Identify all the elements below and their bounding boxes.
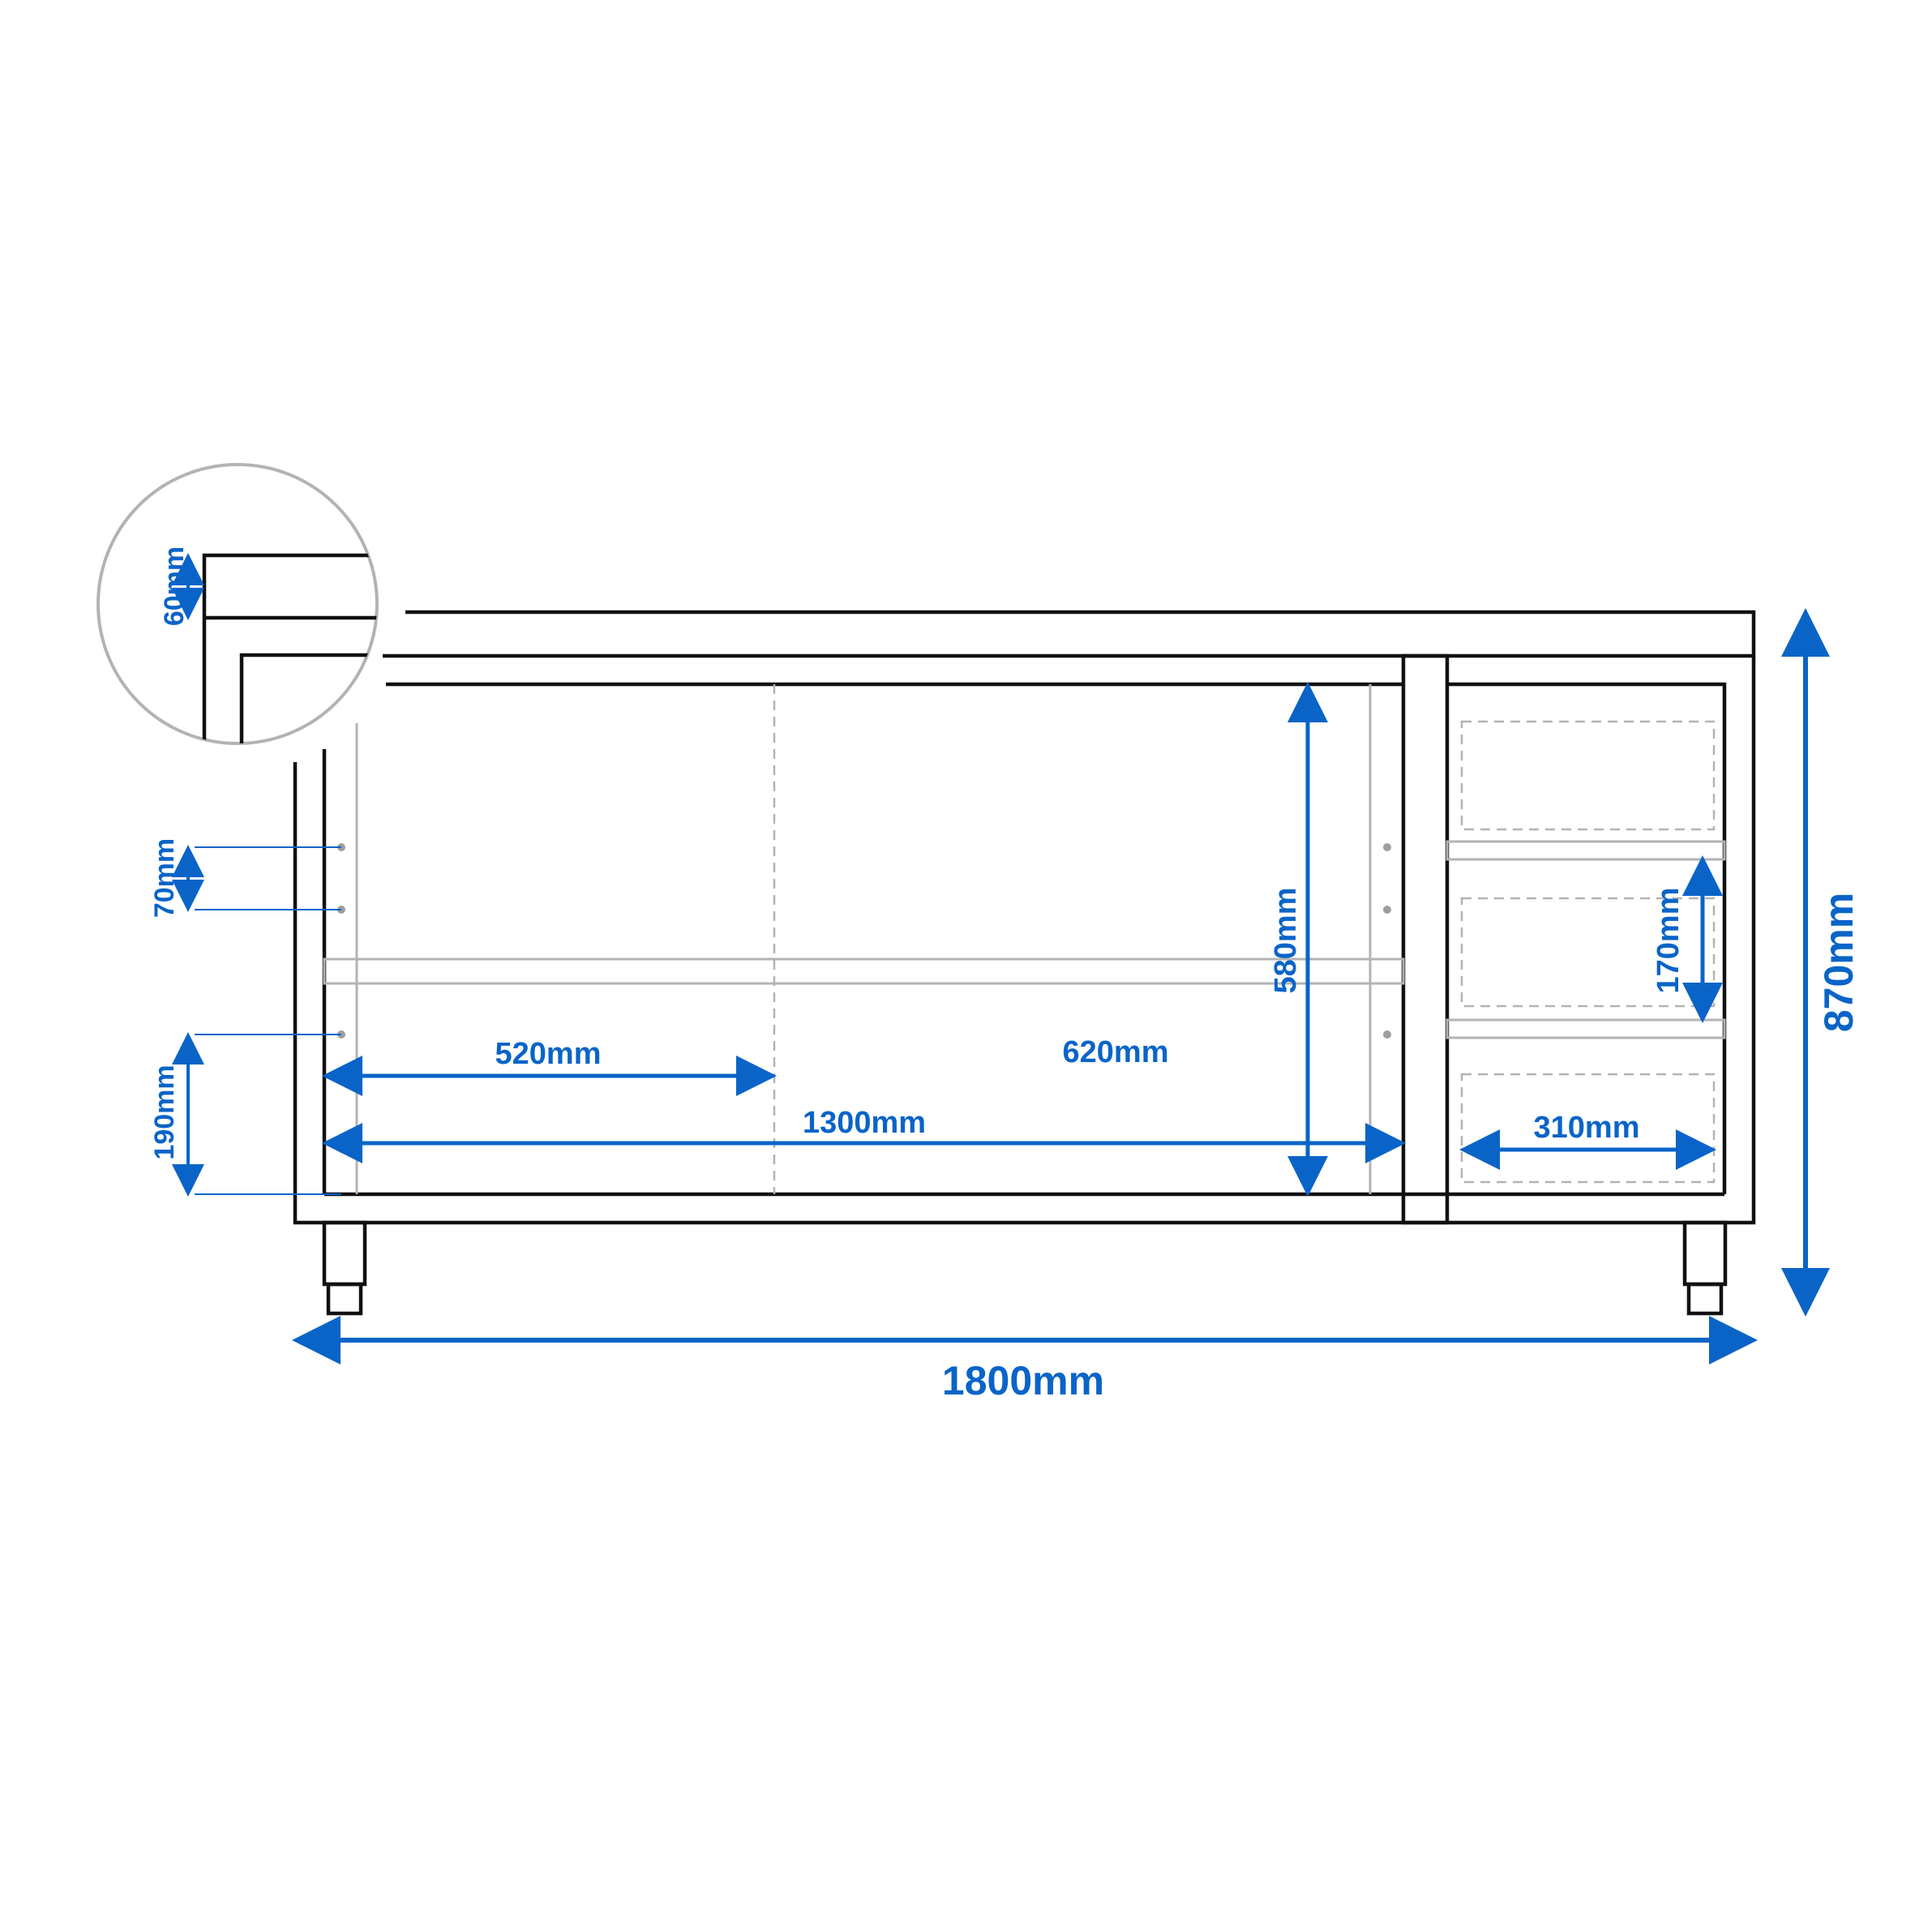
hole-spacing-label: 70mm: [149, 838, 180, 918]
half-width-dimension: 520mm: [322, 1037, 777, 1096]
interior-height-label: 580mm: [1269, 888, 1303, 994]
lowest-hole-label: 190mm: [149, 1065, 180, 1159]
drawer-height-dimension: 170mm: [1651, 855, 1723, 1023]
drawer-outline: [1460, 720, 1716, 831]
overall-width-label: 1800mm: [942, 1358, 1104, 1403]
shelf-pin: [1383, 1030, 1391, 1039]
leg-left: [322, 1220, 367, 1316]
lowest-hole-dimension: 190mm: [149, 1032, 341, 1197]
table-body: [293, 610, 1756, 1316]
right-half-width-label: 620mm: [1063, 1035, 1169, 1069]
drawer-runner: [1446, 840, 1726, 861]
middle-divider: [1401, 653, 1450, 1225]
overall-width-dimension: 1800mm: [292, 1316, 1758, 1403]
leg-right: [1682, 1220, 1728, 1316]
drawer-height-label: 170mm: [1651, 888, 1686, 994]
drawer-width-dimension: 310mm: [1459, 1111, 1716, 1170]
drawer-outline: [1460, 1073, 1716, 1184]
overall-height-dimension: 870mm: [1781, 608, 1861, 1317]
shelf-pin: [1383, 906, 1391, 914]
detail-magnifier: 60mm: [96, 463, 379, 745]
drawer-runner: [1446, 1018, 1726, 1039]
drawer-width-label: 310mm: [1534, 1111, 1640, 1145]
hole-spacing-dimension: 70mm: [149, 838, 341, 918]
top-thickness-label: 60mm: [159, 546, 190, 626]
drawer-outline: [1460, 897, 1716, 1008]
interior-width-label: 1300mm: [803, 1106, 926, 1140]
overall-height-label: 870mm: [1816, 893, 1861, 1032]
left-side-panel: [293, 656, 1756, 1225]
interior-height-dimension: 580mm: [1269, 682, 1328, 1197]
shelf-pin: [1383, 843, 1391, 851]
left-half-width-label: 520mm: [495, 1037, 602, 1071]
worktop: [383, 610, 1756, 658]
interior-width-dimension: 1300mm: [322, 1106, 1406, 1163]
shelf: [323, 957, 1405, 985]
